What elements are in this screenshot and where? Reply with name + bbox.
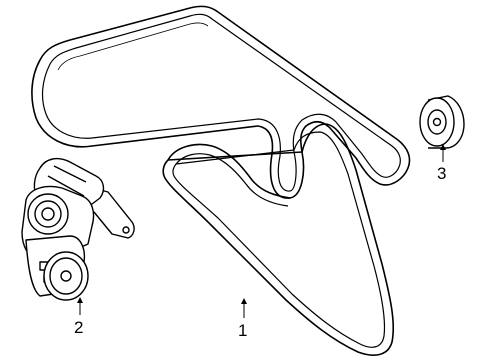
belt-lower-outer-edge (162, 123, 395, 356)
callout-3-label: 3 (437, 164, 446, 183)
belt-upper-outer-edge (31, 5, 411, 199)
belt-rib-line (57, 22, 209, 71)
callout-2-label: 2 (74, 318, 83, 337)
idler-pulley[interactable] (419, 95, 465, 149)
tensioner-bolt (41, 207, 55, 221)
tensioner-housing-detail (47, 165, 87, 197)
callout-1-label: 1 (238, 321, 247, 340)
tensioner-pulley-groove (49, 257, 83, 295)
drive-belt[interactable] (31, 5, 411, 356)
idler-pulley-bore (432, 117, 442, 127)
callout-3: 3 (437, 144, 446, 183)
tensioner-pulley-hub (60, 270, 72, 282)
callout-2: 2 (74, 297, 83, 337)
belt-lower-inner-edge (172, 131, 386, 348)
callout-1: 1 (238, 298, 247, 340)
tensioner-mount-hole (122, 226, 130, 234)
belt-upper-inner-edge (41, 13, 401, 192)
belt-tensioner[interactable] (21, 157, 135, 301)
